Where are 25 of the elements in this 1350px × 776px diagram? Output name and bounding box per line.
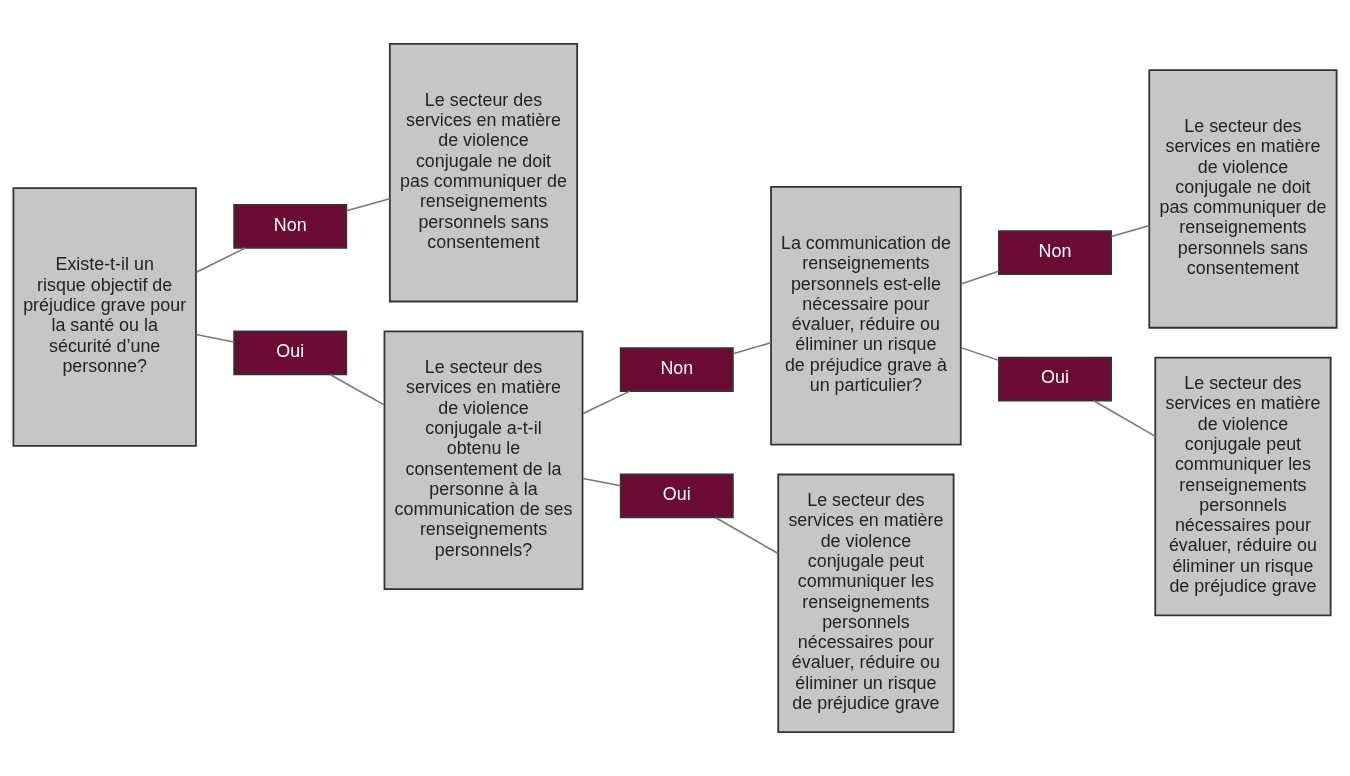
connector: [715, 516, 779, 555]
connector: [960, 270, 1000, 285]
node-box: Existe-t-il un risque objectif de préjudice grave pour la santé ou la sécurité d’une personne?: [12, 187, 197, 447]
node-box: Oui: [619, 473, 734, 519]
connector: [732, 342, 772, 355]
node-box: Le secteur des services en matière de violence conjugale ne doit pas communiquer de renseignements personnels sans consentement: [1148, 69, 1338, 329]
connector: [195, 247, 247, 273]
connector: [1110, 224, 1151, 238]
node-box: La communication de renseignements personnels est-elle nécessaire pour évaluer, réduire ou éliminer un risque de préjudice grave à un particulier?: [770, 186, 962, 446]
connector: [1093, 400, 1156, 438]
node-box: Oui: [233, 330, 348, 376]
node-box: Oui: [998, 356, 1112, 402]
connector: [345, 197, 391, 212]
node-box: Non: [998, 230, 1112, 275]
connector: [195, 333, 235, 343]
node-box: Non: [233, 203, 348, 249]
connector: [582, 390, 631, 415]
node-box: Non: [619, 347, 734, 392]
connector: [329, 373, 385, 406]
node-box: Le secteur des services en matière de violence conjugale peut communiquer les renseignements personnels nécessaires pour évaluer, réduire ou éliminer un risque de préjudice grave: [1154, 356, 1332, 617]
node-box: Le secteur des services en matière de violence conjugale peut communiquer les renseignements personnels nécessaires pour évaluer, réduire ou éliminer un risque de préjudice grave: [777, 473, 955, 734]
node-box: Le secteur des services en matière de violence conjugale ne doit pas communiquer de renseignements personnels sans consentement: [388, 42, 579, 303]
connector: [582, 477, 622, 487]
connector: [960, 346, 1000, 362]
node-box: Le secteur des services en matière de violence conjugale a-t-il obtenu le consentement de la personne à la communication de ses renseignements personnels?: [383, 330, 584, 590]
